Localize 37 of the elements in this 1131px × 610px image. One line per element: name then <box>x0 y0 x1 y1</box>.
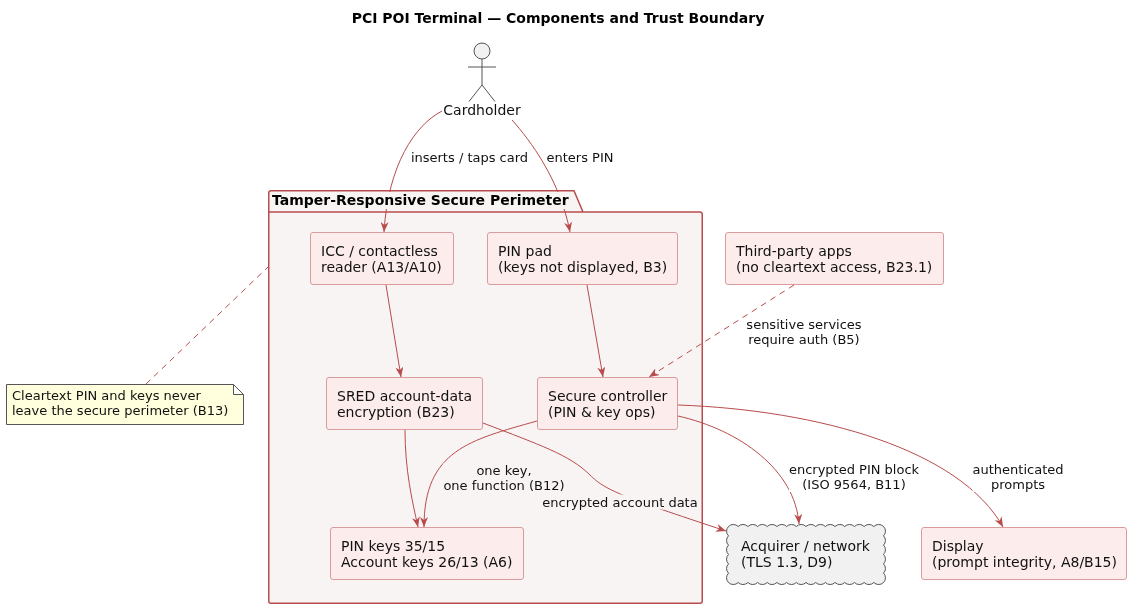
dashed-arrow <box>648 284 795 378</box>
arrow <box>677 404 1004 528</box>
note-text: Cleartext PIN and keys never leave the secure perimeter (B13) <box>12 388 229 418</box>
arrow <box>404 429 420 528</box>
component-box <box>725 232 944 285</box>
cloud-shape <box>726 524 886 585</box>
component-box <box>487 232 678 285</box>
edge-label: sensitive services require auth (B5) <box>746 316 862 347</box>
arrow <box>420 420 538 528</box>
edge-label: authenticated prompts <box>972 462 1064 492</box>
dashed-line <box>145 266 269 385</box>
component-box <box>326 377 483 430</box>
arrow <box>385 284 404 378</box>
node-label: ICC / contactless reader (A13/A10) <box>321 243 442 275</box>
arrow <box>586 284 606 378</box>
node-label: Third-party apps (no cleartext access, B23.1) <box>736 243 933 275</box>
component-box <box>921 527 1127 580</box>
arrow <box>677 415 802 525</box>
node-label: Display (prompt integrity, A8/B15) <box>932 538 1117 570</box>
note <box>6 384 244 425</box>
node-label: PIN keys 35/15 Account keys 26/13 (A6) <box>341 538 513 570</box>
actor-label: Cardholder <box>443 102 521 118</box>
component-box <box>330 527 524 580</box>
package-title: Tamper-Responsive Secure Perimeter <box>272 192 569 209</box>
edge-label: encrypted account data <box>542 494 698 510</box>
component-box <box>310 232 454 285</box>
edge-label: one key, one function (B12) <box>443 462 565 493</box>
node-label: Secure controller (PIN & key ops) <box>548 388 668 420</box>
node-label: Acquirer / network (TLS 1.3, D9) <box>741 538 870 570</box>
edge-label: encrypted PIN block (ISO 9564, B11) <box>788 462 920 492</box>
arrow <box>380 110 443 233</box>
edge-label: inserts / taps card <box>410 149 529 165</box>
component-box <box>537 377 678 430</box>
package-frame <box>268 190 703 604</box>
node-label: SRED account-data encryption (B23) <box>337 388 473 420</box>
diagram-title: PCI POI Terminal — Components and Trust Boundary <box>351 10 765 27</box>
node-label: PIN pad (keys not displayed, B3) <box>498 243 668 275</box>
